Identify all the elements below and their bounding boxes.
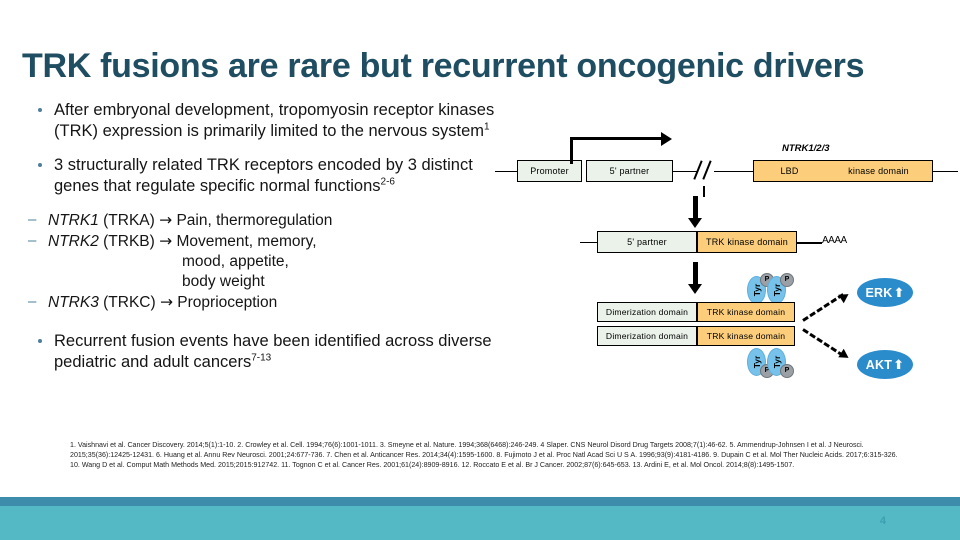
promoter-box: Promoter bbox=[517, 160, 582, 182]
translation-down-arrow-icon bbox=[688, 262, 703, 294]
ntrk-gene-sublist: NTRK1 (TRKA) → Pain, thermoregulation NT… bbox=[16, 210, 516, 313]
bullet-1-superscript: 1 bbox=[484, 121, 490, 133]
break-slash-1-icon bbox=[693, 160, 703, 180]
transcript-trk-kinase-domain-box: TRK kinase domain bbox=[697, 231, 797, 253]
arrow-icon: → bbox=[159, 232, 173, 250]
kinase-domain-box: kinase domain bbox=[825, 160, 933, 182]
gene-name-ntrk3: NTRK3 bbox=[48, 294, 99, 311]
function-ntrk3: Proprioception bbox=[177, 294, 278, 311]
pathway-node-akt: AKT⬆ bbox=[857, 350, 913, 379]
gene-baseline-mid bbox=[673, 171, 698, 173]
signal-arrow-erk-head-icon bbox=[838, 289, 852, 304]
up-arrow-icon: ⬆ bbox=[893, 357, 905, 372]
bullet-3-text: Recurrent fusion events have been identi… bbox=[54, 332, 492, 371]
bullet-2-superscript: 2-6 bbox=[380, 176, 395, 188]
bullet-item-1: After embryonal development, tropomyosin… bbox=[16, 100, 516, 142]
footer-bar-light bbox=[0, 506, 960, 540]
five-prime-partner-box: 5' partner bbox=[586, 160, 673, 182]
transcript-baseline-left bbox=[580, 242, 597, 244]
gene-baseline-left bbox=[495, 171, 517, 173]
function-ntrk1: Pain, thermoregulation bbox=[176, 212, 333, 229]
protein-trk-kinase-domain-box-2: TRK kinase domain bbox=[697, 326, 795, 346]
trk-fusion-diagram: Promoter 5' partner NTRK1/2/3 LBD kinase… bbox=[495, 126, 960, 396]
protein-name-trka: (TRKA) bbox=[103, 212, 155, 229]
tyr-label: Tyr bbox=[751, 283, 762, 297]
polya-tail-label: AAAA bbox=[822, 235, 847, 246]
pathway-label-akt: AKT bbox=[865, 357, 893, 372]
protein-trk-kinase-domain-box-1: TRK kinase domain bbox=[697, 302, 795, 322]
phosphate-icon: P bbox=[780, 364, 794, 378]
gene-baseline-mid-2 bbox=[714, 171, 753, 173]
pathway-node-erk: ERK⬆ bbox=[857, 278, 913, 307]
bullet-2-text: 3 structurally related TRK receptors enc… bbox=[54, 156, 473, 195]
function-ntrk2: Movement, memory, bbox=[176, 233, 317, 250]
break-tick bbox=[703, 186, 706, 197]
polya-connector bbox=[797, 242, 822, 244]
tyr-label: Tyr bbox=[771, 283, 782, 297]
signal-arrow-akt-head-icon bbox=[838, 348, 852, 363]
gene-name-ntrk1: NTRK1 bbox=[48, 212, 99, 229]
pathway-label-erk: ERK bbox=[865, 285, 893, 300]
bullet-item-2: 3 structurally related TRK receptors enc… bbox=[16, 155, 516, 197]
transcription-arrow-stem bbox=[570, 137, 573, 164]
dimerization-domain-box-1: Dimerization domain bbox=[597, 302, 697, 322]
dimerization-domain-box-2: Dimerization domain bbox=[597, 326, 697, 346]
gene-baseline-right bbox=[933, 171, 958, 173]
break-slash-2-icon bbox=[702, 160, 712, 180]
signal-arrow-erk bbox=[802, 293, 845, 322]
bullet-item-3: Recurrent fusion events have been identi… bbox=[16, 331, 516, 373]
page-title: TRK fusions are rare but recurrent oncog… bbox=[22, 47, 865, 85]
bullet-1-text: After embryonal development, tropomyosin… bbox=[54, 101, 495, 140]
bullet-3-superscript: 7-13 bbox=[251, 352, 272, 364]
list-item-ntrk3: NTRK3 (TRKC) → Proprioception bbox=[16, 292, 516, 313]
protein-name-trkc: (TRKC) bbox=[103, 294, 156, 311]
function-ntrk2-continued-1: mood, appetite, bbox=[182, 253, 289, 270]
references-text: 1. Vaishnavi et al. Cancer Discovery. 20… bbox=[70, 441, 898, 470]
list-item-ntrk2: NTRK2 (TRKB) → Movement, memory, bbox=[16, 231, 516, 252]
signal-arrow-akt bbox=[802, 328, 845, 357]
transcript-five-prime-partner-box: 5' partner bbox=[597, 231, 697, 253]
body-text-column: After embryonal development, tropomyosin… bbox=[16, 100, 516, 386]
function-ntrk2-continued-2: body weight bbox=[182, 273, 265, 290]
splicing-down-arrow-icon bbox=[688, 196, 703, 228]
page-number: 4 bbox=[879, 515, 886, 527]
phosphate-icon: P bbox=[780, 273, 794, 287]
arrow-icon: → bbox=[159, 293, 173, 311]
gene-name-ntrk2: NTRK2 bbox=[48, 233, 99, 250]
up-arrow-icon: ⬆ bbox=[893, 285, 905, 300]
list-item-ntrk1: NTRK1 (TRKA) → Pain, thermoregulation bbox=[16, 210, 516, 231]
footer-bar-dark bbox=[0, 497, 960, 506]
transcription-arrow-head-icon bbox=[661, 131, 672, 146]
protein-name-trkb: (TRKB) bbox=[103, 233, 155, 250]
arrow-icon: → bbox=[159, 211, 173, 229]
ntrk-gene-label: NTRK1/2/3 bbox=[782, 143, 830, 154]
lbd-box: LBD bbox=[753, 160, 825, 182]
transcription-arrow-shaft bbox=[570, 137, 662, 140]
